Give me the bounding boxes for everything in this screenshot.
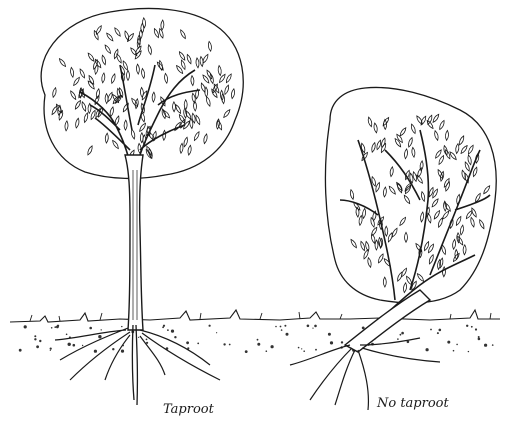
soil-dot bbox=[301, 348, 302, 349]
soil-dot bbox=[328, 333, 331, 336]
soil-dot bbox=[437, 332, 439, 334]
soil-dot bbox=[82, 345, 83, 346]
soil-dot bbox=[186, 341, 189, 344]
soil-dot bbox=[50, 348, 52, 350]
soil-dot bbox=[216, 332, 217, 333]
soil-dot bbox=[484, 344, 487, 347]
soil-dot bbox=[245, 350, 248, 353]
soil-dot bbox=[19, 349, 22, 352]
soil-dot bbox=[280, 326, 282, 328]
soil-dot bbox=[121, 326, 122, 327]
soil-dot bbox=[51, 327, 53, 329]
soil-dot bbox=[39, 340, 41, 342]
soil-dot bbox=[275, 326, 277, 328]
soil-dots bbox=[19, 324, 494, 353]
no-taproot-label: No taproot bbox=[376, 396, 449, 411]
soil-dot bbox=[98, 335, 101, 338]
soil-dot bbox=[330, 341, 333, 344]
soil-dot bbox=[439, 329, 442, 332]
soil-dot bbox=[314, 325, 317, 328]
soil-dot bbox=[447, 341, 450, 344]
soil-dot bbox=[397, 338, 399, 340]
soil-dot bbox=[34, 335, 36, 337]
soil-dot bbox=[197, 343, 199, 345]
soil-dot bbox=[223, 343, 225, 345]
taproot-label: Taproot bbox=[163, 402, 215, 417]
soil-dot bbox=[89, 327, 92, 330]
soil-dot bbox=[298, 347, 300, 349]
soil-dot bbox=[400, 334, 402, 336]
soil-dot bbox=[401, 332, 404, 335]
soil-dot bbox=[54, 326, 56, 328]
soil-dot bbox=[453, 350, 455, 352]
soil-dot bbox=[456, 344, 458, 346]
soil-dot bbox=[68, 343, 71, 346]
soil-dot bbox=[468, 351, 469, 352]
ground-line bbox=[10, 310, 500, 322]
soil-dot bbox=[478, 338, 481, 341]
soil-dot bbox=[171, 330, 174, 333]
soil-dot bbox=[229, 344, 231, 346]
soil-dot bbox=[257, 343, 260, 346]
soil-dot bbox=[162, 326, 164, 328]
soil-dot bbox=[66, 334, 68, 336]
soil-dot bbox=[471, 326, 473, 328]
soil-dot bbox=[24, 325, 27, 328]
soil-dot bbox=[94, 350, 97, 353]
soil-dot bbox=[257, 339, 259, 341]
soil-dot bbox=[56, 326, 59, 329]
soil-dot bbox=[36, 345, 39, 348]
soil-dot bbox=[50, 350, 51, 351]
soil-dot bbox=[466, 325, 468, 327]
soil-dot bbox=[281, 329, 283, 331]
soil-dot bbox=[303, 350, 305, 352]
soil-dot bbox=[312, 328, 313, 329]
soil-dot bbox=[101, 329, 102, 330]
soil-dot bbox=[266, 350, 268, 352]
soil-dot bbox=[34, 338, 36, 340]
soil-dot bbox=[362, 327, 365, 330]
soil-dot bbox=[426, 348, 429, 351]
taproot-tree bbox=[41, 8, 243, 405]
soil-dot bbox=[271, 345, 274, 348]
soil-dot bbox=[430, 329, 432, 331]
soil-dot bbox=[167, 329, 169, 331]
soil-dot bbox=[286, 333, 289, 336]
soil-dot bbox=[307, 325, 310, 328]
soil-dot bbox=[121, 350, 124, 353]
soil-dot bbox=[174, 336, 176, 338]
taproot bbox=[132, 325, 137, 405]
soil-dot bbox=[341, 341, 343, 343]
soil-dot bbox=[315, 349, 317, 351]
no-taproot-tree bbox=[290, 87, 496, 410]
soil-dot bbox=[209, 325, 211, 327]
soil-dot bbox=[475, 328, 477, 330]
soil-dot bbox=[138, 337, 139, 338]
soil-dot bbox=[284, 325, 286, 327]
soil-dot bbox=[73, 344, 76, 347]
soil-dot bbox=[492, 344, 494, 346]
soil-dot bbox=[146, 339, 148, 341]
left-trunk bbox=[125, 155, 143, 330]
soil-dot bbox=[112, 348, 114, 350]
